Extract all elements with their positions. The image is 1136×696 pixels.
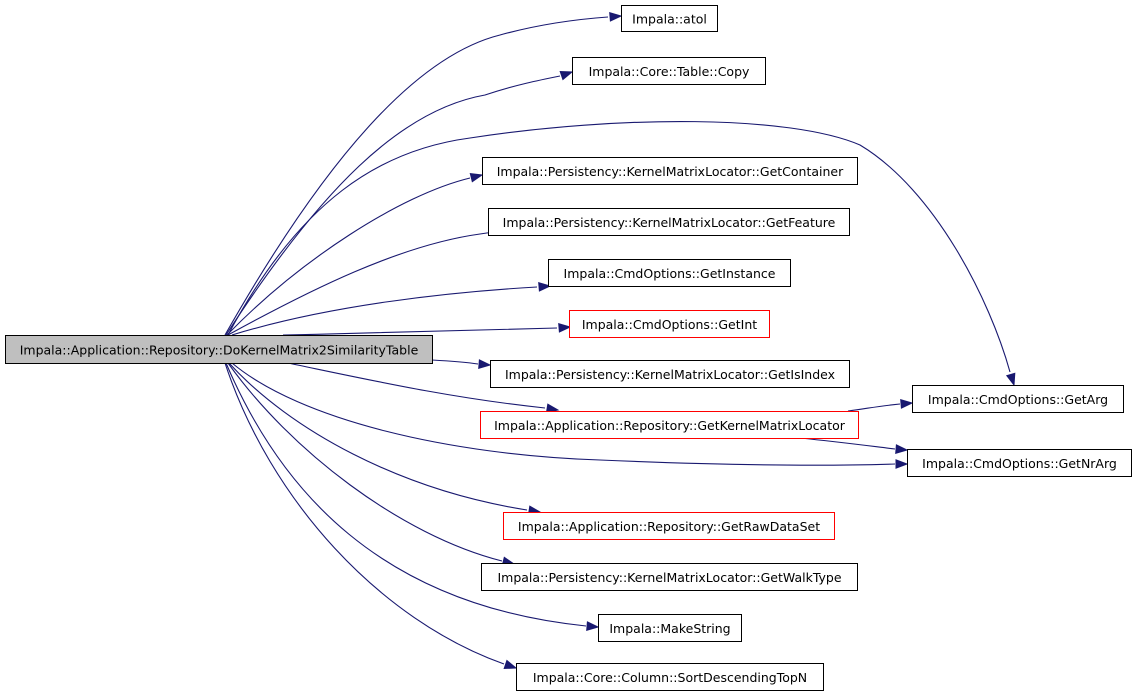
node-copy[interactable]: Impala::Core::Table::Copy bbox=[572, 57, 766, 85]
edge-line bbox=[227, 362, 503, 562]
edge-line bbox=[227, 121, 1011, 373]
arrowhead-icon bbox=[586, 621, 600, 631]
edge-line bbox=[224, 362, 505, 665]
node-box[interactable] bbox=[572, 57, 766, 85]
edge-root-to-getfeature bbox=[227, 224, 534, 336]
edge-root-to-getinstance bbox=[231, 282, 552, 336]
node-getfeature[interactable]: Impala::Persistency::KernelMatrixLocator… bbox=[488, 208, 850, 236]
edge-line bbox=[231, 286, 538, 336]
edge-line bbox=[431, 359, 479, 365]
arrowhead-icon bbox=[558, 323, 572, 333]
node-getkml[interactable]: Impala::Application::Repository::GetKern… bbox=[480, 411, 859, 439]
edge-root-to-atol bbox=[224, 12, 623, 336]
arrowhead-icon bbox=[478, 359, 492, 369]
node-label: Impala::CmdOptions::GetInstance bbox=[564, 266, 776, 281]
arrowhead-icon bbox=[1005, 372, 1016, 387]
node-box[interactable] bbox=[548, 259, 791, 287]
node-label: Impala::Core::Column::SortDescendingTopN bbox=[533, 670, 807, 685]
edge-line bbox=[847, 403, 901, 412]
node-box[interactable] bbox=[480, 411, 859, 439]
edge-root-to-copy bbox=[225, 70, 574, 336]
edge-root-to-getcontainer bbox=[226, 173, 484, 336]
arrowhead-icon bbox=[538, 282, 552, 292]
node-box[interactable] bbox=[488, 208, 850, 236]
node-getint[interactable]: Impala::CmdOptions::GetInt bbox=[569, 310, 770, 338]
node-box[interactable] bbox=[912, 385, 1124, 413]
edge-line bbox=[231, 362, 896, 466]
node-label: Impala::atol bbox=[632, 12, 707, 27]
edge-root-to-getwalktype bbox=[227, 362, 516, 566]
node-getwalktype[interactable]: Impala::Persistency::KernelMatrixLocator… bbox=[481, 563, 858, 591]
edge-line bbox=[227, 228, 521, 336]
edge-root-to-getarg bbox=[227, 121, 1016, 387]
edge-root-to-getisindex bbox=[431, 359, 492, 369]
call-nodes: Impala::Application::Repository::DoKerne… bbox=[5, 5, 1132, 691]
node-label: Impala::CmdOptions::GetInt bbox=[582, 317, 757, 332]
node-label: Impala::CmdOptions::GetNrArg bbox=[922, 456, 1117, 471]
edge-line bbox=[287, 362, 546, 409]
edge-line bbox=[225, 75, 561, 336]
node-sortdesc[interactable]: Impala::Core::Column::SortDescendingTopN bbox=[516, 663, 824, 691]
edge-getkml-to-getnrarg bbox=[799, 437, 909, 454]
node-box[interactable] bbox=[503, 512, 835, 540]
node-label: Impala::Application::Repository::DoKerne… bbox=[20, 343, 419, 358]
node-getinstance[interactable]: Impala::CmdOptions::GetInstance bbox=[548, 259, 791, 287]
edge-root-to-makestring bbox=[225, 362, 600, 631]
node-label: Impala::Application::Repository::GetKern… bbox=[494, 418, 846, 433]
node-getcontainer[interactable]: Impala::Persistency::KernelMatrixLocator… bbox=[482, 157, 858, 185]
node-label: Impala::CmdOptions::GetArg bbox=[928, 392, 1108, 407]
node-getnrarg[interactable]: Impala::CmdOptions::GetNrArg bbox=[907, 449, 1132, 477]
node-label: Impala::Persistency::KernelMatrixLocator… bbox=[497, 570, 841, 585]
node-label: Impala::MakeString bbox=[609, 621, 730, 636]
node-box[interactable] bbox=[481, 563, 858, 591]
node-box[interactable] bbox=[621, 5, 718, 32]
node-label: Impala::Application::Repository::GetRawD… bbox=[518, 519, 820, 534]
edge-root-to-getnrarg bbox=[231, 362, 909, 469]
edge-line bbox=[282, 327, 558, 336]
arrowhead-icon bbox=[469, 173, 484, 183]
node-box[interactable] bbox=[598, 614, 742, 642]
node-getarg[interactable]: Impala::CmdOptions::GetArg bbox=[912, 385, 1124, 413]
node-root[interactable]: Impala::Application::Repository::DoKerne… bbox=[5, 335, 433, 364]
node-box[interactable] bbox=[569, 310, 770, 338]
node-box[interactable] bbox=[490, 360, 850, 388]
node-box[interactable] bbox=[907, 449, 1132, 477]
edge-root-to-getint bbox=[282, 323, 572, 336]
node-label: Impala::Persistency::KernelMatrixLocator… bbox=[497, 164, 844, 179]
node-makestring[interactable]: Impala::MakeString bbox=[598, 614, 742, 642]
arrowhead-icon bbox=[895, 459, 909, 469]
arrowhead-icon bbox=[609, 12, 623, 22]
node-getrawdataset[interactable]: Impala::Application::Repository::GetRawD… bbox=[503, 512, 835, 540]
arrowhead-icon bbox=[895, 444, 909, 454]
arrowhead-icon bbox=[559, 70, 574, 81]
node-box[interactable] bbox=[516, 663, 824, 691]
node-box[interactable] bbox=[482, 157, 858, 185]
edge-line bbox=[226, 177, 471, 336]
edge-root-to-sortdesc bbox=[224, 362, 518, 670]
edge-line bbox=[224, 16, 609, 336]
node-label: Impala::Persistency::KernelMatrixLocator… bbox=[505, 367, 835, 382]
edge-getkml-to-getarg bbox=[847, 399, 914, 412]
node-getisindex[interactable]: Impala::Persistency::KernelMatrixLocator… bbox=[490, 360, 850, 388]
arrowhead-icon bbox=[900, 399, 914, 409]
node-box[interactable] bbox=[5, 335, 433, 364]
edge-line bbox=[799, 437, 896, 450]
edge-line bbox=[225, 362, 587, 627]
node-atol[interactable]: Impala::atol bbox=[621, 5, 718, 32]
node-label: Impala::Persistency::KernelMatrixLocator… bbox=[503, 215, 836, 230]
edge-line bbox=[228, 362, 528, 511]
arrowhead-icon bbox=[503, 659, 518, 670]
node-label: Impala::Core::Table::Copy bbox=[589, 64, 750, 79]
